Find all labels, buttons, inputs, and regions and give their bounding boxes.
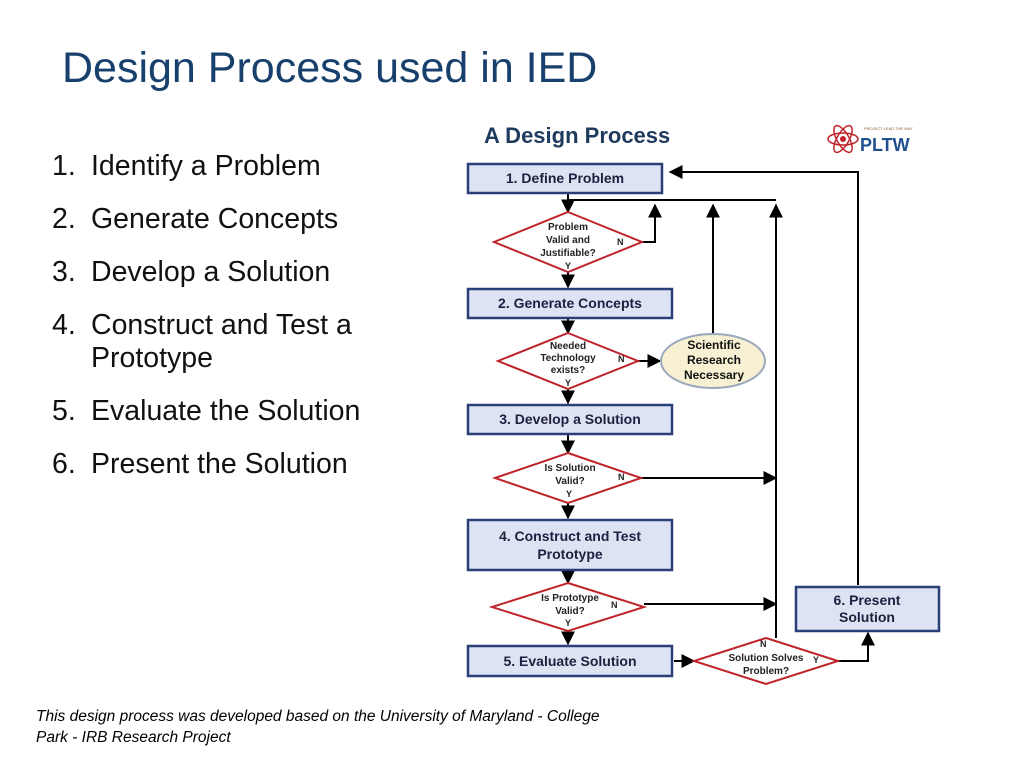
step-text: Construct and Test a Prototype <box>91 309 352 374</box>
no-label: N <box>611 600 618 610</box>
pltw-logo: PROJECT LEAD THE WAY PLTW <box>827 124 913 155</box>
decision-label: Technology <box>540 353 596 364</box>
logo-tagline: PROJECT LEAD THE WAY <box>864 126 913 131</box>
diagram-title: A Design Process <box>484 123 670 148</box>
decision-label: Is Solution <box>544 463 595 474</box>
step-text: Present the Solution <box>91 448 348 480</box>
decision-label: Problem <box>548 222 588 233</box>
step-item: 6. Present the Solution <box>52 448 432 481</box>
decision-label: Needed <box>550 341 586 352</box>
decision-label: Valid and <box>546 235 590 246</box>
decision-label: Is Prototype <box>541 593 599 604</box>
research-oval: Scientific Research Necessary <box>660 333 766 389</box>
decision-label: Problem? <box>743 666 789 677</box>
no-label: N <box>618 472 625 482</box>
step-number: 5. <box>52 395 76 427</box>
step-item: 2. Generate Concepts <box>52 203 432 236</box>
footnote: This design process was developed based … <box>36 708 600 746</box>
oval-label: Necessary <box>684 368 744 382</box>
decision-label: exists? <box>551 365 585 376</box>
decision-technology-exists: Needed Technology exists? N Y <box>495 331 641 391</box>
step-item: 1. Identify a Problem <box>52 150 432 183</box>
yes-label: Y <box>565 618 571 628</box>
process-box-define: 1. Define Problem <box>466 162 664 195</box>
step-text: Identify a Problem <box>91 150 321 182</box>
step-number: 3. <box>52 256 76 288</box>
oval-label: Scientific <box>687 338 741 352</box>
step-text: Evaluate the Solution <box>91 395 361 427</box>
decision-label: Valid? <box>555 606 584 617</box>
box-label: 3. Develop a Solution <box>499 411 641 427</box>
no-label: N <box>618 354 625 364</box>
step-item: 5. Evaluate the Solution <box>52 395 432 428</box>
decision-label: Justifiable? <box>540 248 596 259</box>
decision-solution-solves: Solution Solves Problem? N Y <box>690 636 842 686</box>
step-item: 4. Construct and Test a Prototype <box>52 309 432 375</box>
oval-label: Research <box>687 353 741 367</box>
step-text: Generate Concepts <box>91 203 339 235</box>
step-number: 2. <box>52 203 76 235</box>
decision-label: Valid? <box>555 476 584 487</box>
decision-solution-valid: Is Solution Valid? N Y <box>491 451 645 505</box>
yes-label: Y <box>813 655 819 665</box>
step-list: 1. Identify a Problem 2. Generate Concepts… <box>52 150 432 501</box>
box-label: 2. Generate Concepts <box>498 295 642 311</box>
process-box-construct: 4. Construct and Test Prototype <box>466 518 674 572</box>
process-box-present: 6. Present Solution <box>794 585 941 633</box>
decision-label: Solution Solves <box>728 653 803 664</box>
yes-label: Y <box>566 489 572 499</box>
yes-label: Y <box>565 261 571 271</box>
process-box-generate: 2. Generate Concepts <box>466 287 674 320</box>
process-box-evaluate: 5. Evaluate Solution <box>466 644 674 678</box>
step-number: 1. <box>52 150 76 182</box>
box-label: 4. Construct and Test <box>499 528 641 544</box>
step-item: 3. Develop a Solution <box>52 256 432 289</box>
step-number: 4. <box>52 309 76 341</box>
box-label: 1. Define Problem <box>506 170 624 186</box>
no-label: N <box>617 237 624 247</box>
process-box-develop: 3. Develop a Solution <box>466 403 674 436</box>
step-text: Develop a Solution <box>91 256 331 288</box>
atom-icon <box>827 124 859 154</box>
decision-problem-valid: Problem Valid and Justifiable? N Y <box>491 210 645 274</box>
decision-prototype-valid: Is Prototype Valid? N Y <box>488 581 648 633</box>
box-label: Prototype <box>537 546 603 562</box>
slide-title: Design Process used in IED <box>62 44 598 92</box>
box-label: 6. Present <box>834 592 901 608</box>
step-number: 6. <box>52 448 76 480</box>
box-label: 5. Evaluate Solution <box>503 653 636 669</box>
box-label: Solution <box>839 609 895 625</box>
no-label: N <box>760 639 767 649</box>
yes-label: Y <box>565 378 571 388</box>
connectors <box>561 165 875 668</box>
logo-text: PLTW <box>860 135 910 155</box>
